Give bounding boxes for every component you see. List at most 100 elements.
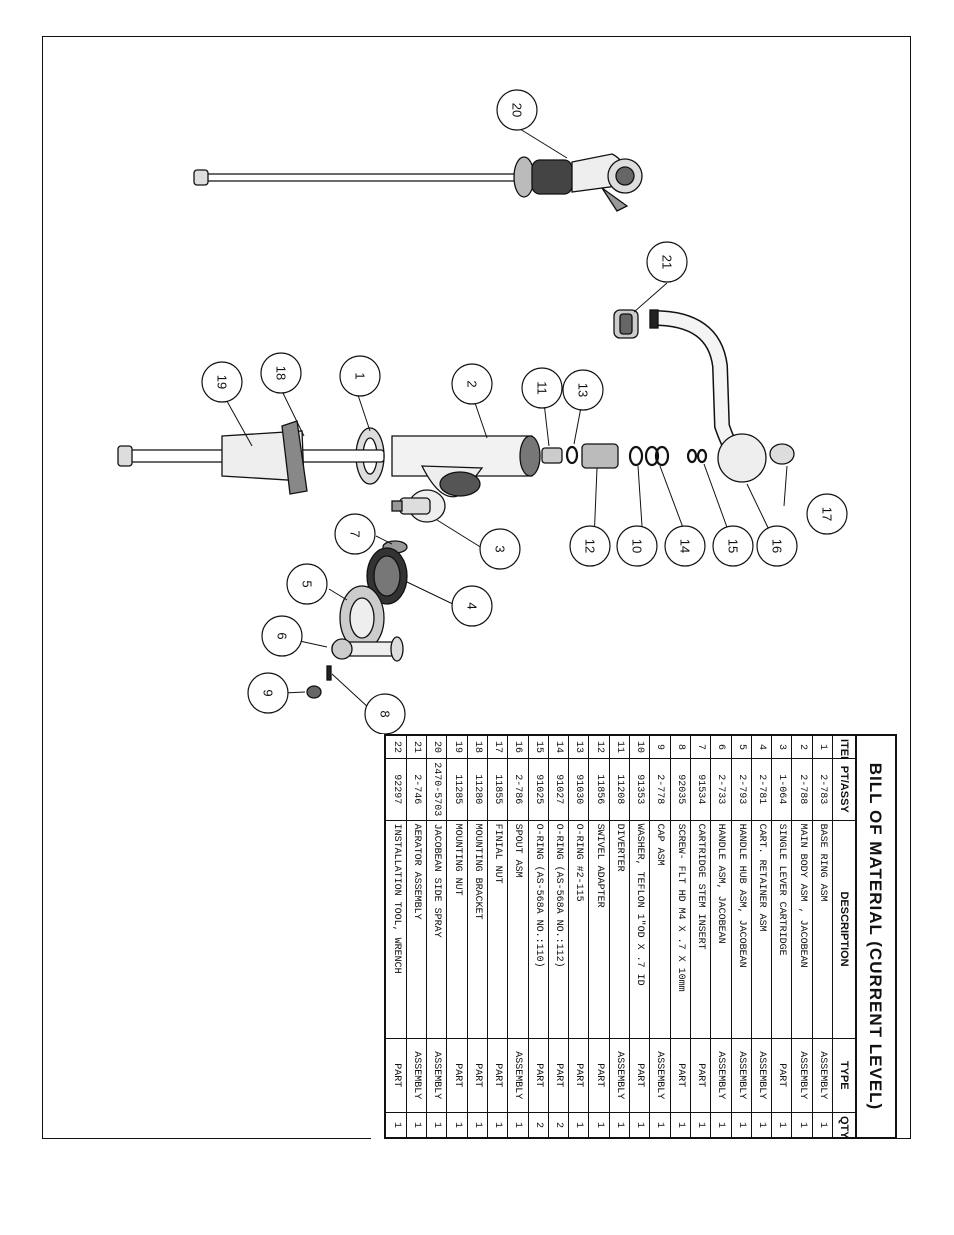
bom-cell-qty: 1	[568, 1112, 589, 1138]
callout-label-6: 6	[275, 632, 290, 639]
bom-cell-item: 20	[426, 735, 447, 759]
bom-cell-desc: O-RING (AS-568A NO.:112)	[548, 820, 569, 1039]
bom-cell-qty: 1	[507, 1112, 529, 1138]
header-description: DESCRIPTION	[832, 820, 856, 1039]
bom-cell-qty: 1	[629, 1112, 650, 1138]
bom-cell-pt: 2-788	[791, 758, 813, 821]
callout-label-17: 17	[820, 507, 835, 521]
cartridge-retainer-part	[366, 547, 408, 605]
handle-part	[331, 636, 404, 662]
bom-cell-qty: 1	[751, 1112, 772, 1138]
bom-cell-type: PART	[629, 1038, 650, 1113]
bom-cell-qty: 1	[406, 1112, 427, 1138]
bom-cell-item: 3	[771, 735, 792, 759]
bom-cell-pt: 91353	[629, 758, 650, 821]
bill-of-material-rotated: BILL OF MATERIAL (CURRENT LEVEL) ITEM PT…	[371, 734, 897, 1139]
bom-cell-type: ASSEMBLY	[731, 1038, 752, 1113]
bom-cell-qty: 1	[487, 1112, 508, 1138]
bom-cell-pt: 2-783	[812, 758, 833, 821]
bom-cell-pt: 2-778	[649, 758, 671, 821]
callout-label-19: 19	[215, 375, 230, 389]
header-pt-assy: PT/ASSY	[832, 758, 856, 821]
callout-label-13: 13	[576, 383, 591, 397]
cartridge-part	[391, 489, 446, 523]
bom-cell-pt: 92035	[670, 758, 691, 821]
callout-circle-2	[451, 363, 493, 405]
leader-lines	[222, 128, 788, 710]
callout-circle-19	[201, 361, 243, 403]
bill-of-material: BILL OF MATERIAL (CURRENT LEVEL) ITEM PT…	[371, 734, 897, 1139]
bom-cell-type: PART	[548, 1038, 569, 1113]
bom-cell-type: ASSEMBLY	[812, 1038, 833, 1113]
callout-circle-7	[334, 513, 376, 555]
bom-cell-pt: 11856	[588, 758, 610, 821]
callout-label-18: 18	[274, 366, 289, 380]
bom-title: BILL OF MATERIAL (CURRENT LEVEL)	[857, 734, 897, 1139]
callout-circle-3	[479, 528, 521, 570]
bom-cell-pt: 2-733	[710, 758, 732, 821]
spout-part	[649, 309, 767, 483]
callout-circle-13	[562, 369, 604, 411]
bom-cell-qty: 2	[528, 1112, 549, 1138]
bom-cell-desc: BASE RING ASM	[812, 820, 833, 1039]
callout-label-12: 12	[583, 539, 598, 553]
bom-cell-type: ASSEMBLY	[751, 1038, 772, 1113]
bom-cell-type: PART	[487, 1038, 508, 1113]
bom-cell-pt: 2-781	[751, 758, 772, 821]
callout-label-14: 14	[678, 539, 693, 553]
bom-cell-qty: 1	[426, 1112, 447, 1138]
bom-cell-pt: 11285	[446, 758, 468, 821]
bom-cell-item: 17	[487, 735, 508, 759]
bom-cell-qty: 1	[710, 1112, 732, 1138]
bom-cell-pt: 91534	[690, 758, 711, 821]
bom-cell-desc: INSTALLATION TOOL, WRENCH	[385, 820, 407, 1039]
bom-cell-desc: DIVERTER	[609, 820, 630, 1039]
bom-cell-pt: 2-746	[406, 758, 427, 821]
bom-cell-qty: 2	[548, 1112, 569, 1138]
bom-cell-qty: 1	[385, 1112, 407, 1138]
callout-label-21: 21	[660, 255, 675, 269]
bom-cell-type: ASSEMBLY	[507, 1038, 529, 1113]
header-qty: QTY.	[832, 1112, 856, 1138]
callout-label-8: 8	[378, 710, 393, 717]
bom-cell-desc: SINGLE LEVER CARTRIDGE	[771, 820, 792, 1039]
callout-circle-15	[712, 525, 754, 567]
finial-nut-part	[769, 443, 795, 465]
bom-cell-desc: O-RING (AS-568A NO.:110)	[528, 820, 549, 1039]
bom-cell-qty: 1	[731, 1112, 752, 1138]
bom-cell-desc: CAP ASM	[649, 820, 671, 1039]
bom-cell-desc: HANDLE HUB ASM, JACOBEAN	[731, 820, 752, 1039]
bom-cell-qty: 1	[771, 1112, 792, 1138]
bom-cell-item: 6	[710, 735, 732, 759]
bom-cell-qty: 1	[609, 1112, 630, 1138]
callout-label-15: 15	[726, 539, 741, 553]
bom-cell-desc: SCREW- FLT HD M4 X .7 X 10mm	[670, 820, 691, 1039]
bom-cell-item: 2	[791, 735, 813, 759]
bom-cell-item: 10	[629, 735, 650, 759]
bom-cell-desc: JACOBEAN SIDE SPRAY	[426, 820, 447, 1039]
bom-cell-item: 4	[751, 735, 772, 759]
callout-circle-21	[646, 241, 688, 283]
callout-circle-16	[756, 525, 798, 567]
bom-cell-item: 1	[812, 735, 833, 759]
bom-cell-desc: SWIVEL ADAPTER	[588, 820, 610, 1039]
bom-cell-desc: AERATOR ASSEMBLY	[406, 820, 427, 1039]
bom-cell-item: 7	[690, 735, 711, 759]
bom-cell-type: ASSEMBLY	[406, 1038, 427, 1113]
handle-hub-part	[339, 585, 385, 651]
bom-cell-item: 9	[649, 735, 671, 759]
bom-header-row: ITEM PT/ASSY DESCRIPTION TYPE QTY.	[832, 735, 856, 1138]
bom-cell-item: 18	[467, 735, 488, 759]
bom-cell-type: PART	[588, 1038, 610, 1113]
bom-cell-desc: MOUNTING NUT	[446, 820, 468, 1039]
header-type: TYPE	[832, 1038, 856, 1113]
